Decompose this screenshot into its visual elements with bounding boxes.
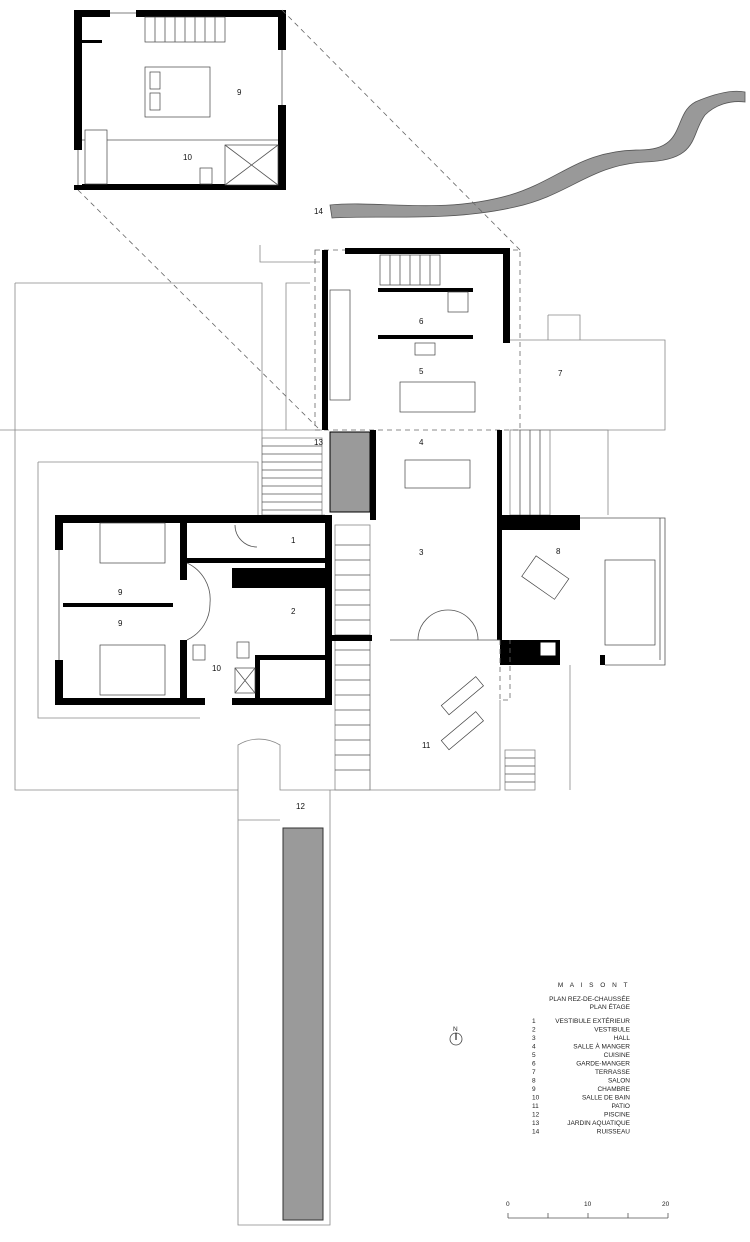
project-title: M A I S O N T <box>558 982 630 989</box>
room-label: 10 <box>183 153 192 162</box>
north-arrow: N <box>449 1026 463 1046</box>
legend-label: RUISSEAU <box>597 1129 631 1136</box>
room-label: 6 <box>419 317 424 326</box>
room-label: 4 <box>419 438 424 447</box>
room-label: 14 <box>314 207 323 216</box>
legend-number: 7 <box>532 1069 536 1076</box>
legend-number: 8 <box>532 1078 536 1085</box>
legend: M A I S O N T PLAN REZ-DE-CHAUSSÉE PLAN … <box>549 982 631 1011</box>
legend-label: JARDIN AQUATIQUE <box>567 1120 630 1127</box>
water-garden <box>329 431 371 513</box>
legend-number: 10 <box>532 1095 540 1102</box>
legend-label: VESTIBULE <box>594 1027 630 1034</box>
scale-tick-label: 10 <box>584 1201 592 1208</box>
legend-label: HALL <box>614 1035 631 1042</box>
subtitle: PLAN ÉTAGE <box>590 1002 631 1011</box>
room-label: 7 <box>558 369 563 378</box>
pool-piscine <box>282 827 324 1221</box>
scale-bar: 0 10 20 <box>506 1201 670 1219</box>
room-label: 2 <box>291 607 296 616</box>
legend-number: 3 <box>532 1035 536 1042</box>
room-label: 12 <box>296 802 305 811</box>
room-label: 8 <box>556 547 561 556</box>
scale-tick-label: 20 <box>662 1201 670 1208</box>
legend-label: CUISINE <box>604 1052 631 1059</box>
legend-number: 9 <box>532 1086 536 1093</box>
legend-label: VESTIBULE EXTÉRIEUR <box>555 1016 630 1025</box>
site-lines <box>0 245 666 1226</box>
stream-ruisseau <box>329 90 746 219</box>
upper-floor-plan <box>74 9 521 431</box>
legend-label: SALLE DE BAIN <box>582 1095 630 1102</box>
legend-number: 11 <box>532 1103 539 1110</box>
room-label: 11 <box>422 741 431 750</box>
legend-label: TERRASSE <box>595 1069 631 1076</box>
legend-number: 12 <box>532 1112 540 1119</box>
scale-tick-label: 0 <box>506 1201 510 1208</box>
room-label: 9 <box>118 619 123 628</box>
ground-floor-walls <box>55 248 666 751</box>
room-label: 9 <box>237 88 242 97</box>
room-label: 3 <box>419 548 424 557</box>
north-label: N <box>453 1026 458 1033</box>
room-label: 5 <box>419 367 424 376</box>
legend-number: 14 <box>532 1129 540 1136</box>
legend-number: 6 <box>532 1061 536 1068</box>
legend-number: 1 <box>532 1018 536 1025</box>
legend-label: SALON <box>608 1078 630 1085</box>
legend-label: PATIO <box>611 1103 630 1110</box>
subtitle: PLAN REZ-DE-CHAUSSÉE <box>549 994 631 1003</box>
legend-number: 4 <box>532 1044 536 1051</box>
room-label: 10 <box>212 664 221 673</box>
legend-number: 2 <box>532 1027 536 1034</box>
room-labels: 9 10 14 13 6 5 7 4 1 3 8 9 9 2 10 11 12 <box>118 88 563 811</box>
legend-label: CHAMBRE <box>597 1086 630 1093</box>
legend-label: PISCINE <box>604 1112 631 1119</box>
legend-label: SALLE À MANGER <box>573 1042 630 1051</box>
legend-number: 5 <box>532 1052 536 1059</box>
legend-number: 13 <box>532 1120 540 1127</box>
room-label: 9 <box>118 588 123 597</box>
legend-label: GARDE-MANGER <box>576 1061 630 1068</box>
room-label: 13 <box>314 438 323 447</box>
room-label: 1 <box>291 536 296 545</box>
